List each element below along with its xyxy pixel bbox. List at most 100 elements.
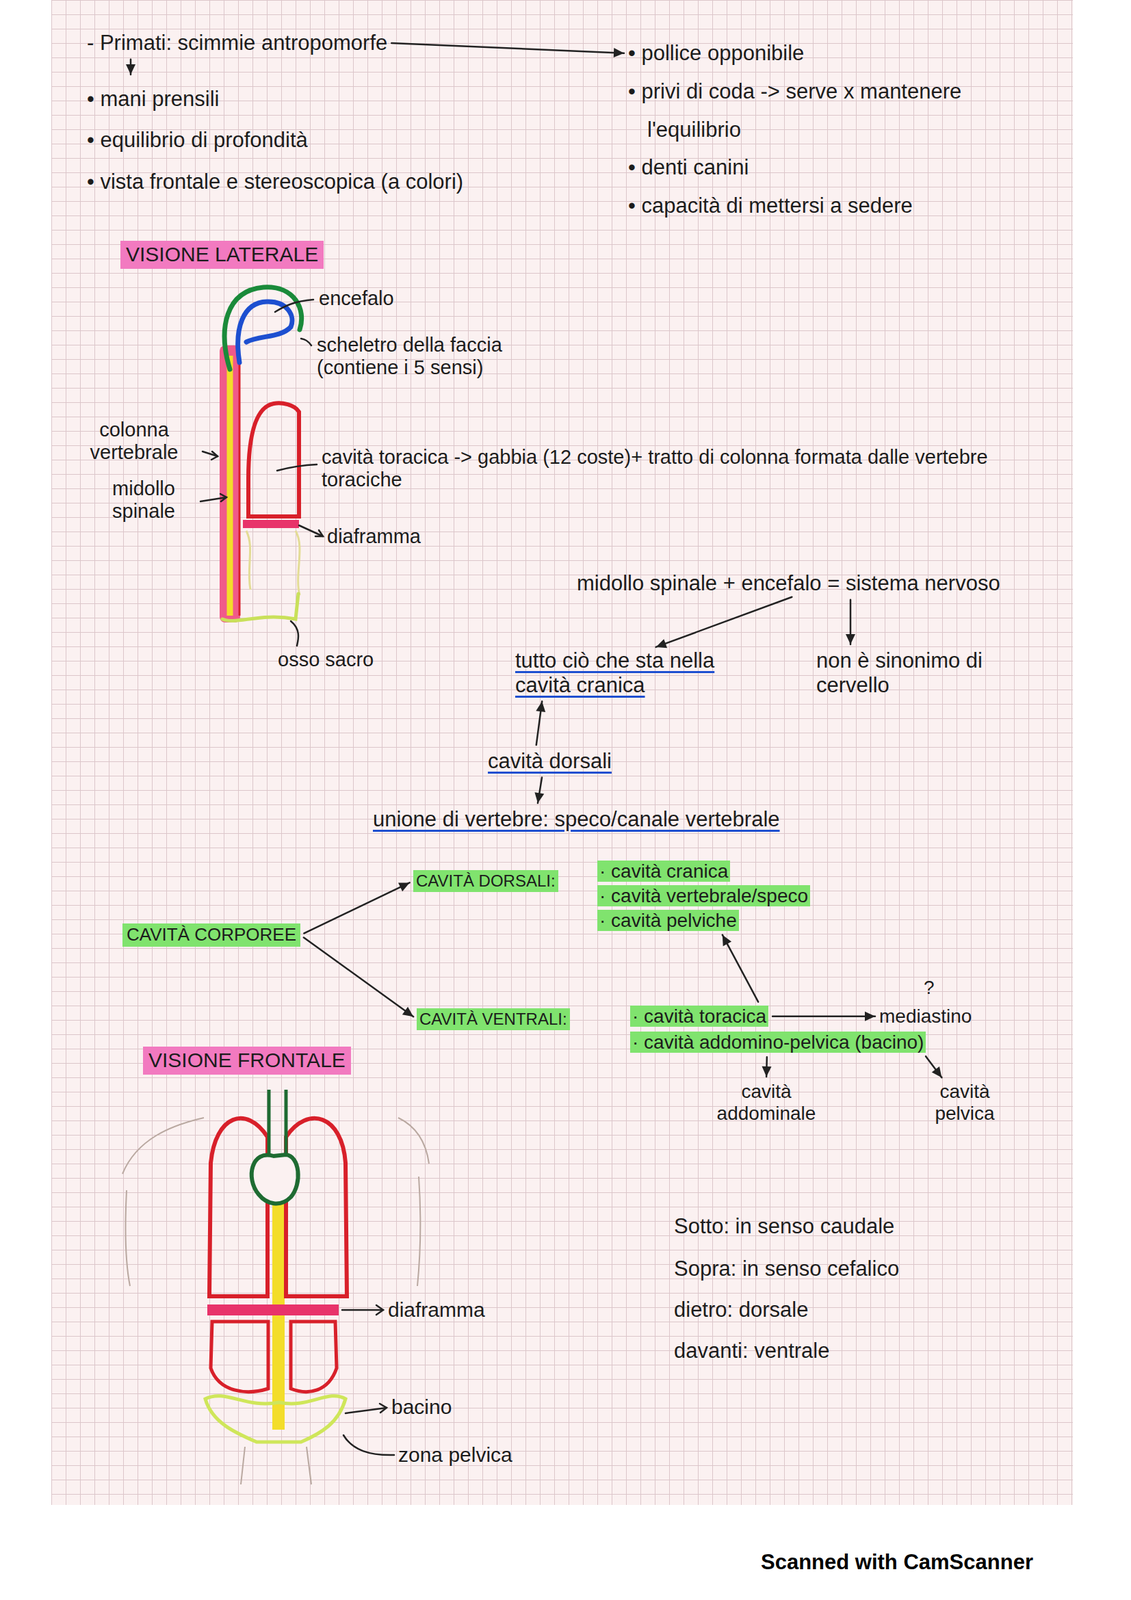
- part-label: zona pelvica: [398, 1443, 513, 1468]
- list-item: · cavità vertebrale/speco: [597, 885, 811, 907]
- node-text: · cavità addomino-pelvica (bacino): [632, 1031, 924, 1053]
- part-label: osso sacro: [277, 648, 374, 672]
- list-item: · cavità toracica: [630, 1005, 769, 1027]
- part-label: diaframma: [387, 1298, 486, 1323]
- connector-arrow: [534, 777, 544, 804]
- node-text: cavità addominale: [704, 1081, 828, 1125]
- connector-arrow: [125, 59, 136, 75]
- direction-note: davanti: ventrale: [673, 1339, 830, 1364]
- pelvis: [205, 1396, 346, 1443]
- connector-arrow: [535, 701, 546, 746]
- sacrum: [222, 593, 299, 621]
- abdomen-right: [290, 1321, 337, 1393]
- node-text: - Primati: scimmie antropomorfe: [86, 30, 388, 56]
- part-label: midollo spinale: [88, 477, 199, 524]
- bullet-list: • pollice opponibile• privi di coda -> s…: [628, 34, 1053, 226]
- connector-line: [656, 597, 793, 648]
- arrow-head: [762, 1066, 772, 1077]
- connector-line: [391, 43, 624, 54]
- note-text: cavità dorsali: [487, 749, 612, 774]
- node-text: · cavità toracica: [632, 1005, 767, 1027]
- abdomen-outline: [246, 530, 300, 596]
- list-item: · cavità addomino-pelvica (bacino): [630, 1031, 926, 1053]
- connector-line: [925, 1056, 942, 1078]
- node-text: · cavità cranica: [599, 860, 728, 882]
- part-label: scheletro della faccia (contiene i 5 sen…: [316, 333, 584, 380]
- trachea: [267, 1089, 271, 1155]
- node-text: VISIONE LATERALE: [125, 242, 319, 267]
- arrow-head: [864, 1011, 876, 1022]
- node-text: CAVITÀ DORSALI:: [416, 871, 556, 891]
- connector-arrow: [656, 597, 793, 649]
- note-text: tutto ciò che sta nella cavità cranica: [515, 648, 721, 698]
- note-text: cavità addominale: [704, 1081, 828, 1125]
- heading-text: - Primati: scimmie antropomorfe: [86, 30, 388, 56]
- thorax-outline: [248, 403, 299, 517]
- highlight-band: CAVITÀ CORPOREE: [122, 923, 301, 947]
- body-outline: [122, 1118, 429, 1485]
- leader-lines: [342, 1305, 395, 1456]
- note-text: unione di vertebre: speco/canale vertebr…: [372, 807, 780, 832]
- arrow-head: [402, 1007, 414, 1017]
- node-text: • equilibrio di profondità: [86, 119, 464, 161]
- note-mark: ?: [923, 977, 935, 999]
- node-text: • pollice opponibile: [628, 34, 1053, 73]
- skull-outline: [224, 287, 302, 370]
- diaphragm: [207, 1304, 339, 1316]
- connector-arrow: [925, 1056, 942, 1078]
- bullet-list: • mani prensili• equilibrio di profondit…: [86, 78, 464, 203]
- section-band: VISIONE FRONTALE: [143, 1046, 351, 1075]
- connector-line: [303, 937, 414, 1017]
- connector-arrow: [762, 1057, 772, 1077]
- arrow-head: [656, 639, 668, 648]
- connector-arrow: [845, 600, 856, 645]
- node-text: • vista frontale e stereoscopica (a colo…: [86, 161, 464, 203]
- brain-outline: [238, 301, 293, 363]
- arrow-head: [534, 792, 544, 804]
- node-text: unione di vertebre: speco/canale vertebr…: [372, 807, 780, 832]
- connector-arrow: [722, 935, 759, 1003]
- node-text: • capacità di mettersi a sedere: [628, 186, 1053, 226]
- leader-lines: [200, 299, 323, 646]
- arrow-head: [125, 64, 136, 75]
- node-text: CAVITÀ VENTRALI:: [419, 1009, 568, 1030]
- arrow-head: [613, 47, 624, 58]
- node-text: • privi di coda -> serve x mantenere l'e…: [628, 72, 1053, 150]
- connector-arrow: [391, 43, 624, 58]
- node-text: midollo spinale + encefalo = sistema ner…: [576, 571, 1022, 596]
- connector-line: [722, 935, 759, 1003]
- connector-arrow: [303, 882, 410, 934]
- list-item: · cavità cranica: [597, 860, 731, 882]
- left-lung: [209, 1118, 268, 1297]
- spine-edge: [238, 355, 241, 616]
- section-band: VISIONE LATERALE: [120, 240, 324, 269]
- connector-arrow: [772, 1011, 876, 1022]
- connector-line: [303, 882, 410, 934]
- arrow-head: [845, 634, 856, 645]
- abdomen-left: [210, 1321, 269, 1393]
- spine-band: [219, 345, 241, 623]
- note-text: cavità pelvica: [913, 1081, 1017, 1125]
- list-item: · cavità pelviche: [597, 910, 739, 932]
- list-item: mediastino: [879, 1005, 972, 1027]
- direction-note: Sotto: in senso caudale: [673, 1214, 895, 1240]
- part-label: colonna vertebrale: [68, 418, 200, 465]
- node-text: non è sinonimo di cervello: [816, 648, 1015, 698]
- spinal-cord: [227, 355, 234, 616]
- direction-note: Sopra: in senso cefalico: [673, 1256, 900, 1282]
- trachea: [284, 1089, 289, 1155]
- note-text: non è sinonimo di cervello: [816, 648, 1015, 698]
- part-label: encefalo: [318, 287, 395, 310]
- direction-note: dietro: dorsale: [673, 1297, 809, 1323]
- connector-arrow: [303, 937, 414, 1017]
- right-lung: [286, 1118, 347, 1297]
- node-text: VISIONE FRONTALE: [148, 1048, 346, 1073]
- note-text: midollo spinale + encefalo = sistema ner…: [576, 571, 1022, 596]
- node-text: · cavità vertebrale/speco: [599, 885, 809, 907]
- node-text: CAVITÀ CORPOREE: [126, 925, 297, 946]
- node-text: • mani prensili: [86, 78, 464, 120]
- part-label: cavità toracica -> gabbia (12 coste)+ tr…: [321, 446, 999, 492]
